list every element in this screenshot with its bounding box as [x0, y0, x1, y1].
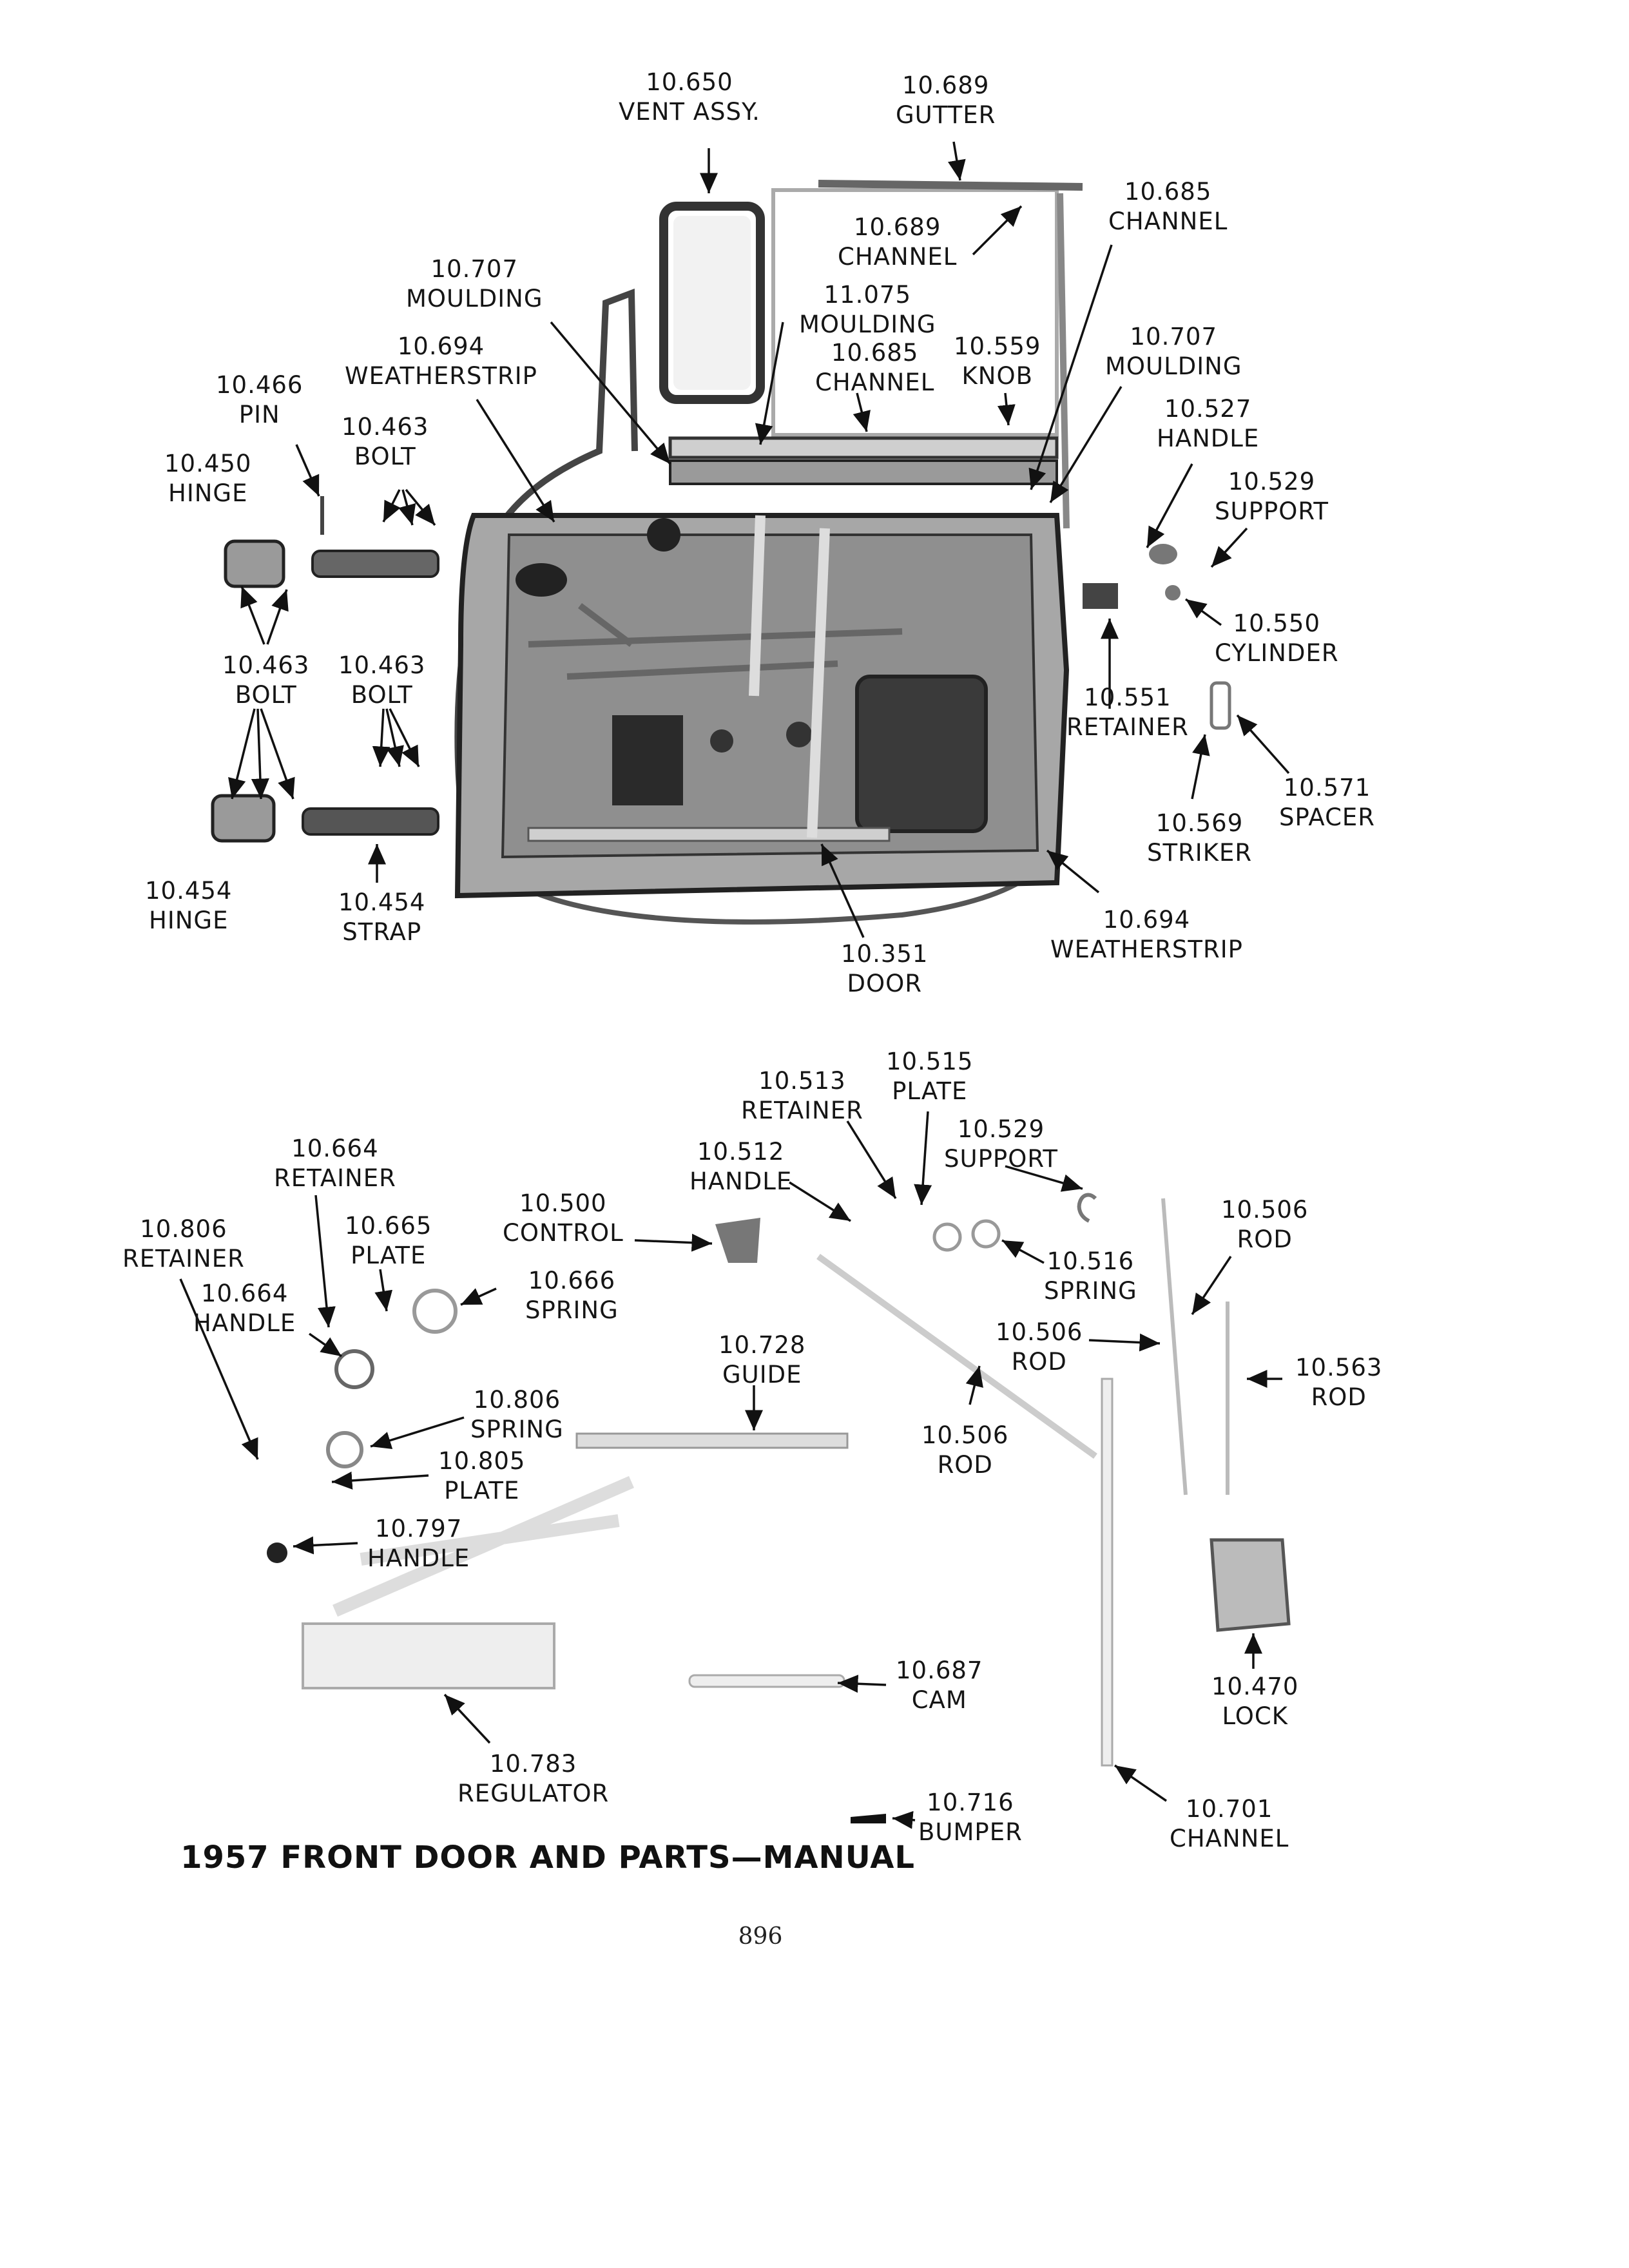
window-frame [771, 188, 1059, 437]
regulator-arms [333, 1475, 634, 1617]
right-vertical-channel [1057, 193, 1070, 529]
regulator-arm [749, 515, 830, 838]
panel-hole-2 [710, 729, 733, 753]
spring-10666-shape [412, 1289, 458, 1334]
door-bottom-rail [527, 827, 891, 842]
handle-10664-shape [334, 1349, 374, 1389]
support-bottom-shape [1077, 1193, 1097, 1223]
page-number: 896 [738, 1923, 783, 1950]
rod-shape-b [1161, 1198, 1188, 1495]
strap-top-shape [311, 550, 439, 578]
channel-10701-shape [1101, 1378, 1113, 1767]
guide-shape [575, 1432, 849, 1449]
latch-parts [1083, 544, 1231, 730]
leader-lines [179, 141, 1290, 1829]
page-title: 1957 FRONT DOOR AND PARTS—MANUAL [180, 1840, 915, 1876]
vent-glass [673, 216, 751, 390]
regulator-shape [302, 1622, 555, 1689]
vent-frame [659, 202, 765, 404]
channel-bar [668, 436, 1059, 459]
hinge-10454-shape [211, 794, 276, 843]
cam-shape [688, 1674, 845, 1688]
cylinder-shape [1165, 585, 1181, 601]
rod-shape-a [816, 1253, 1097, 1459]
hinge-10450-shape [224, 539, 285, 588]
panel-hole-4 [516, 563, 567, 597]
plate-10515-shape [932, 1222, 962, 1252]
panel-opening-left [612, 715, 683, 805]
retainer-10551-shape [1083, 583, 1118, 609]
moulding-bar [669, 459, 1058, 485]
panel-hole-1 [647, 518, 680, 552]
bumper-shape [851, 1814, 886, 1823]
panel-hole-3 [786, 722, 812, 747]
hinge-parts [211, 496, 439, 843]
panel-opening-right [855, 675, 988, 833]
loose-parts-illustration [267, 1193, 1291, 1823]
door-assembly-illustration [454, 180, 1083, 925]
control-shape [715, 1218, 760, 1263]
strap-bottom-shape [302, 807, 439, 836]
panel-rib [528, 603, 903, 680]
support-shape [1149, 544, 1177, 564]
lock-shape [1210, 1538, 1291, 1632]
spring-10806-shape [326, 1431, 363, 1468]
spring-10516-shape [971, 1219, 1001, 1249]
handle-10797-shape [267, 1542, 287, 1563]
striker-shape [1210, 681, 1231, 730]
gutter-strip [818, 180, 1083, 191]
